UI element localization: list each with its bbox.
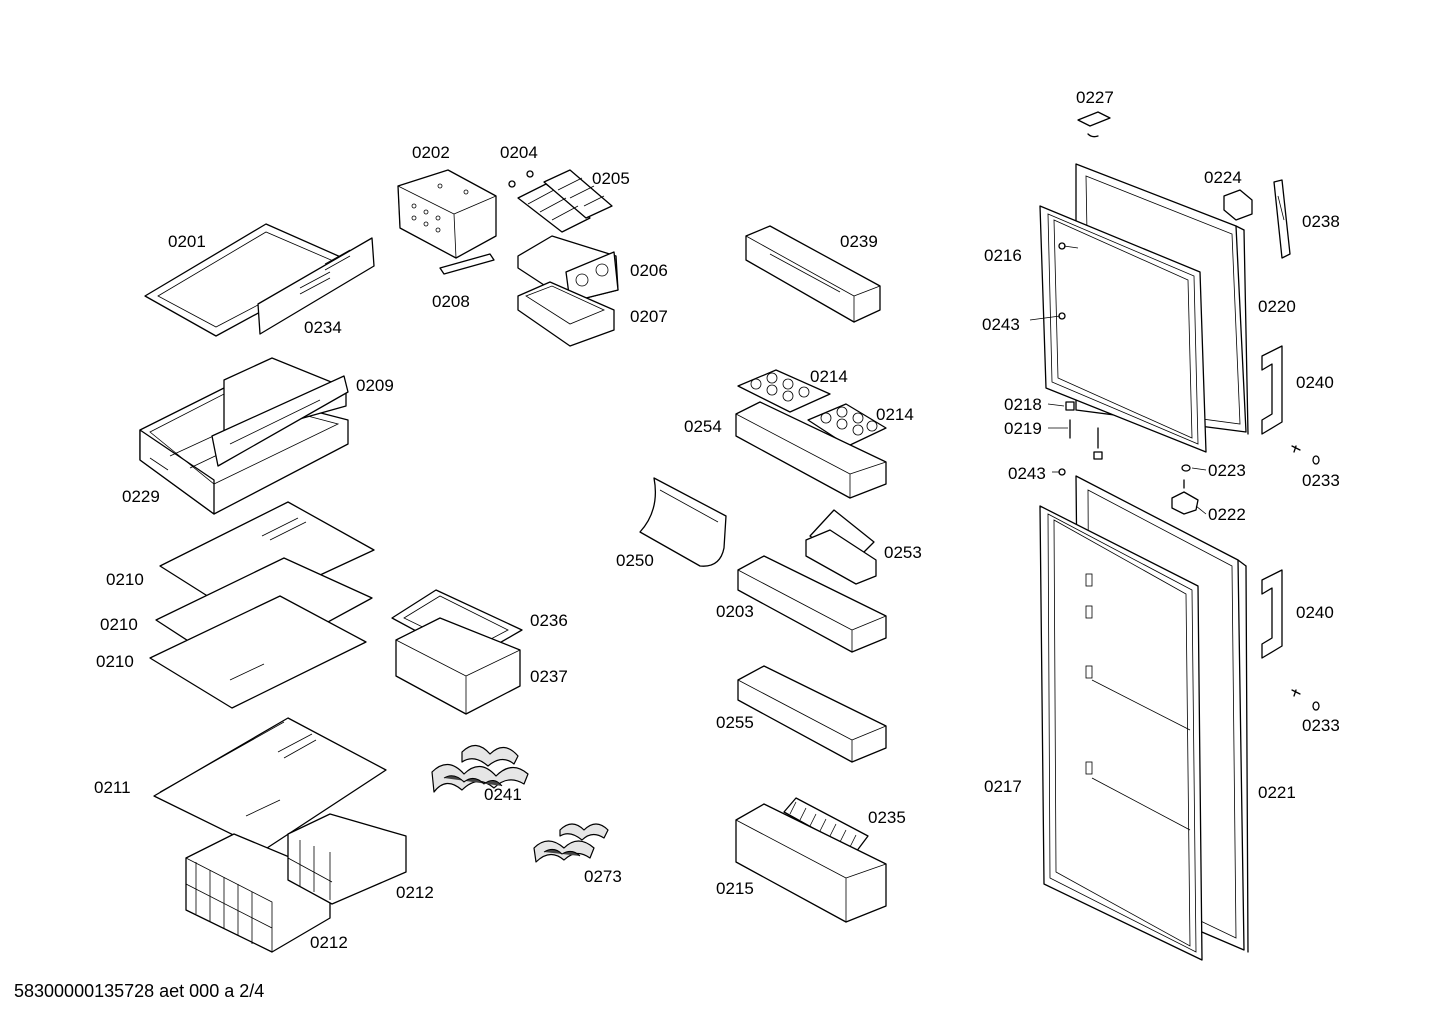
- part-0204-clips: [508, 170, 534, 188]
- label-0209: 0209: [356, 376, 394, 395]
- label-0218: 0218: [1004, 395, 1042, 414]
- part-0208-strip: [439, 253, 495, 275]
- part-0207-tray: [517, 281, 615, 347]
- part-0227-cap: [1077, 111, 1111, 138]
- label-0250: 0250: [616, 551, 654, 570]
- label-0241: 0241: [484, 785, 522, 804]
- document-code: 58300000135728 aet 000 a 2/4: [14, 981, 264, 1001]
- label-0233: 0233: [1302, 716, 1340, 735]
- label-0236: 0236: [530, 611, 568, 630]
- part-0240-handles: [1261, 345, 1283, 659]
- label-0227: 0227: [1076, 88, 1114, 107]
- part-0253-box: [805, 509, 877, 585]
- label-0240: 0240: [1296, 603, 1334, 622]
- part-0205-ice-trays: [517, 169, 613, 233]
- label-0229: 0229: [122, 487, 160, 506]
- part-0217-gasket: [1039, 505, 1203, 961]
- label-0221: 0221: [1258, 783, 1296, 802]
- label-0216: 0216: [984, 246, 1022, 265]
- part-0216-gasket: [1039, 205, 1207, 453]
- part-0219-pin: [1069, 419, 1103, 460]
- label-0220: 0220: [1258, 297, 1296, 316]
- part-0223-washer: [1181, 464, 1191, 489]
- label-0217: 0217: [984, 777, 1022, 796]
- part-0234-cover: [257, 237, 375, 335]
- label-0235: 0235: [868, 808, 906, 827]
- label-0210: 0210: [100, 615, 138, 634]
- part-0273-rack: [533, 823, 609, 863]
- label-0234: 0234: [304, 318, 342, 337]
- label-0238: 0238: [1302, 212, 1340, 231]
- label-0214: 0214: [876, 405, 914, 424]
- part-0222-bracket: [1171, 491, 1199, 515]
- label-0215: 0215: [716, 879, 754, 898]
- label-0202: 0202: [412, 143, 450, 162]
- part-0209-divider: [211, 375, 349, 467]
- label-0253: 0253: [884, 543, 922, 562]
- label-0237: 0237: [530, 667, 568, 686]
- part-0215-bin: [735, 803, 887, 923]
- part-0211-cover: [153, 717, 387, 851]
- label-0212: 0212: [310, 933, 348, 952]
- label-0210: 0210: [96, 652, 134, 671]
- part-0250-flap: [639, 477, 727, 567]
- part-0210-glass-shelves: [149, 501, 375, 709]
- part-0206-holder: [517, 235, 619, 303]
- part-0212-baskets: [185, 813, 407, 953]
- label-0240: 0240: [1296, 373, 1334, 392]
- label-0208: 0208: [432, 292, 470, 311]
- part-0241-racks: [431, 744, 529, 793]
- part-0224-block: [1223, 189, 1253, 221]
- label-0207: 0207: [630, 307, 668, 326]
- label-0212: 0212: [396, 883, 434, 902]
- part-0214-egg-trays: [737, 369, 887, 447]
- part-0254-bin: [735, 401, 887, 499]
- part-0255-bin: [737, 665, 887, 763]
- label-0243: 0243: [982, 315, 1020, 334]
- label-0203: 0203: [716, 602, 754, 621]
- label-0239: 0239: [840, 232, 878, 251]
- label-0201: 0201: [168, 232, 206, 251]
- label-0219: 0219: [1004, 419, 1042, 438]
- label-0206: 0206: [630, 261, 668, 280]
- label-0204: 0204: [500, 143, 538, 162]
- part-0233-screws: [1291, 445, 1320, 711]
- label-0210: 0210: [106, 570, 144, 589]
- label-0243: 0243: [1008, 464, 1046, 483]
- part-0238-strip: [1273, 179, 1291, 259]
- part-0237-box: [395, 617, 521, 715]
- label-0214: 0214: [810, 367, 848, 386]
- label-0222: 0222: [1208, 505, 1246, 524]
- leader-lines: [1029, 245, 1207, 515]
- label-0224: 0224: [1204, 168, 1242, 187]
- part-labels: 0227 0224 0238 0216 0220 0243 0240 0218 …: [14, 88, 1340, 1001]
- part-0202-bracket: [397, 169, 497, 259]
- label-0211: 0211: [94, 778, 131, 797]
- label-0205: 0205: [592, 169, 630, 188]
- part-0218-bushing: [1065, 401, 1075, 411]
- label-0233: 0233: [1302, 471, 1340, 490]
- label-0223: 0223: [1208, 461, 1246, 480]
- label-0254: 0254: [684, 417, 722, 436]
- part-0239-bin: [745, 225, 881, 323]
- label-0273: 0273: [584, 867, 622, 886]
- part-0203-bin: [737, 555, 887, 653]
- label-0255: 0255: [716, 713, 754, 732]
